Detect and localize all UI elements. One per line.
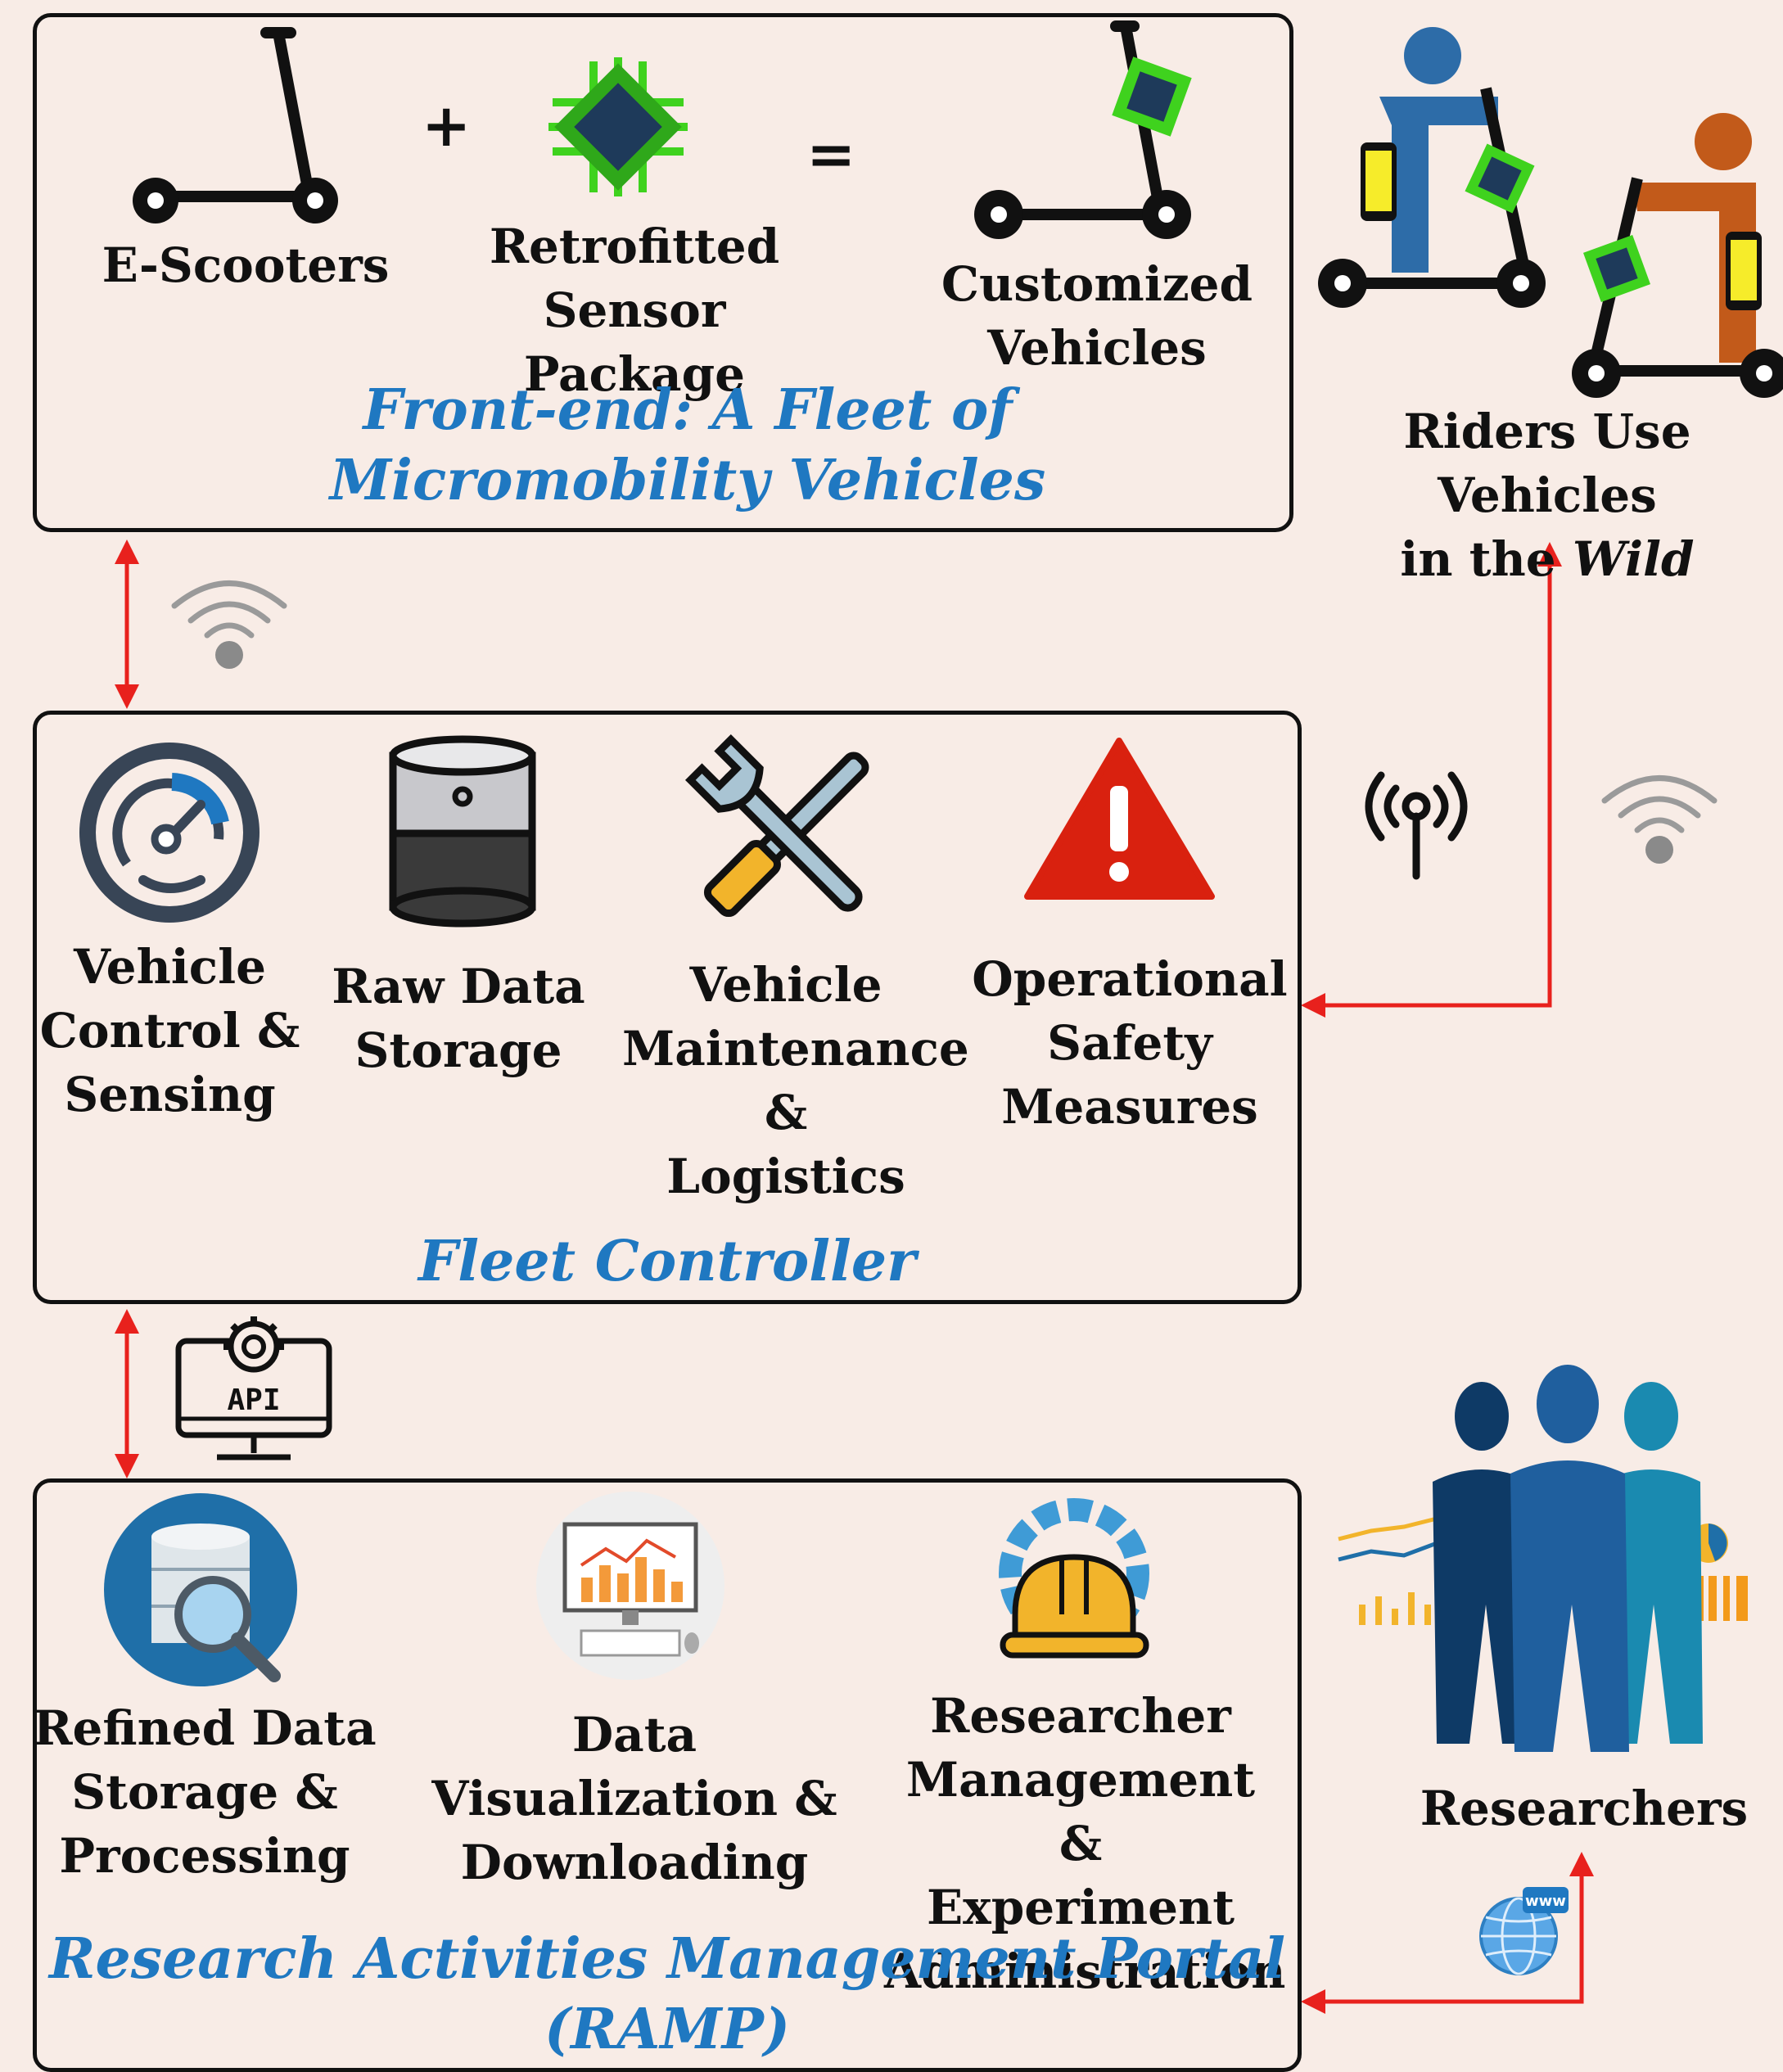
fleet-item-label: Vehicle Maintenance & Logistics <box>622 957 969 1204</box>
fleet-item-label: Vehicle Control & Sensing <box>39 939 300 1122</box>
sensor-chip-icon <box>548 57 688 196</box>
web-globe-icon: www <box>1479 1887 1569 1975</box>
fleet-riders-arrow <box>1301 542 1562 1018</box>
wifi-icon <box>1601 775 1718 864</box>
researchers-label: Researchers <box>1420 1781 1749 1836</box>
riders-wild: Wild <box>1572 531 1695 587</box>
fleet-controller-panel <box>33 711 1302 1304</box>
sensor-package-label: Retrofitted Sensor Package <box>489 219 780 402</box>
api-label: API <box>227 1384 280 1417</box>
riders-line1: Riders Use Vehicles <box>1403 404 1691 523</box>
frontend-panel <box>33 13 1293 532</box>
customized-vehicles-label: Customized Vehicles <box>941 256 1253 376</box>
ramp-item-label: Researcher Management & Experiment Admin… <box>884 1688 1286 1999</box>
ramp-researchers-arrow <box>1301 1852 1594 2014</box>
fleet-controller-title: Fleet Controller <box>418 1229 916 1294</box>
customized-vehicle-icon <box>974 20 1192 239</box>
riders-label: Riders Use Vehicles in the Wild <box>1302 400 1783 591</box>
equals-sign: = <box>806 119 856 188</box>
riders-line2: in the Wild <box>1400 531 1695 587</box>
web-badge-text: www <box>1525 1893 1566 1910</box>
wifi-icon <box>171 580 287 669</box>
computer-chart-icon <box>536 1492 724 1680</box>
fleet-item-label: Raw Data Storage <box>332 959 585 1078</box>
database-icon <box>389 735 536 928</box>
ramp-title: Research Activities Management Portal (R… <box>48 1926 1286 2062</box>
api-monitor-icon: API <box>175 1316 332 1460</box>
data-search-icon <box>104 1493 297 1686</box>
escooters-label: E-Scooters <box>102 237 390 293</box>
ramp-item-label: Refined Data Storage & Processing <box>33 1700 377 1884</box>
speedometer-icon <box>79 743 260 923</box>
tools-icon <box>684 734 869 918</box>
frontend-title: Front-end: A Fleet of Micromobility Vehi… <box>329 377 1046 513</box>
warning-icon <box>1024 738 1215 900</box>
helmet-gear-icon <box>999 1498 1149 1659</box>
ramp-item-label: Data Visualization & Downloading <box>431 1707 837 1890</box>
fleet-item-label: Operational Safety Measures <box>972 951 1288 1135</box>
antenna-icon <box>1365 771 1468 880</box>
riders-icon <box>1318 27 1783 398</box>
researchers-icon <box>1338 1365 1748 1752</box>
escooter-icon <box>133 27 338 223</box>
plus-sign: + <box>422 90 472 160</box>
